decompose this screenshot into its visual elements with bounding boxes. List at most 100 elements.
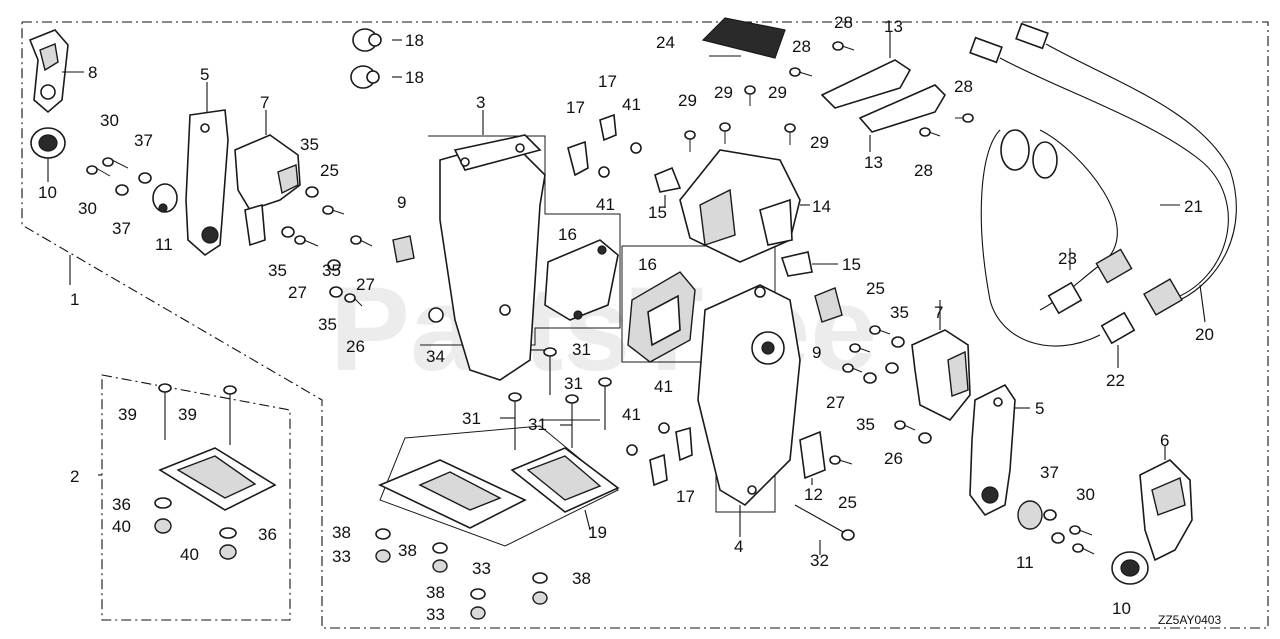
callout-41-c: 41	[654, 377, 673, 396]
part-10-grommet-right	[1111, 551, 1149, 585]
callout-28-b: 28	[792, 37, 811, 56]
small-hardware-right	[829, 325, 1095, 555]
callout-37-a: 37	[134, 131, 153, 150]
callout-25-a: 25	[320, 161, 339, 180]
callout-35-b: 35	[268, 261, 287, 280]
part-41-nuts	[598, 142, 670, 456]
callout-35-d: 35	[318, 315, 337, 334]
callout-31-a: 31	[572, 340, 591, 359]
callout-9-right: 9	[812, 343, 821, 362]
part-4-gearbox	[697, 284, 801, 507]
callout-36-left: 36	[112, 495, 131, 514]
callout-26-right: 26	[884, 449, 903, 468]
part-11-cam-left	[152, 183, 178, 213]
part-5-arm-left	[185, 109, 229, 257]
part-8-handle	[28, 29, 69, 114]
callout-27-a: 27	[288, 283, 307, 302]
callout-39-left: 39	[118, 405, 137, 424]
callout-41-a: 41	[622, 95, 641, 114]
callout-22: 22	[1106, 371, 1125, 390]
callout-35-f: 35	[856, 415, 875, 434]
part-14-cover	[679, 149, 801, 263]
callout-30-c: 30	[1076, 485, 1095, 504]
callout-11-right: 11	[1016, 553, 1034, 572]
callout-21: 21	[1184, 197, 1203, 216]
part-10-grommet-left	[30, 127, 66, 159]
small-hardware-left	[86, 157, 152, 196]
callout-40-left: 40	[112, 517, 131, 536]
callout-41-b: 41	[596, 195, 615, 214]
callout-25-c: 25	[838, 493, 857, 512]
callout-2: 2	[70, 467, 79, 486]
callout-17-c: 17	[676, 487, 695, 506]
part-9-block-left	[392, 235, 415, 263]
part-plate-bottom	[378, 459, 527, 529]
group-outline-2	[101, 374, 291, 621]
part-6-cover	[1139, 459, 1193, 562]
callout-28-c: 28	[954, 77, 973, 96]
callout-5-right: 5	[1035, 399, 1044, 418]
small-nuts-bottom	[375, 528, 548, 620]
part-15-clips	[654, 166, 813, 277]
callout-29-c: 29	[768, 83, 787, 102]
callout-38-a: 38	[332, 523, 351, 542]
callout-32: 32	[810, 551, 829, 570]
callout-18-top: 18	[405, 31, 424, 50]
part-13-brackets	[820, 59, 947, 133]
part-9-block-right	[814, 287, 843, 323]
callout-7-left: 7	[260, 93, 269, 112]
callout-31-c: 31	[462, 409, 481, 428]
callout-27-c: 27	[826, 393, 845, 412]
callout-38-b: 38	[398, 541, 417, 560]
callout-35-a: 35	[300, 135, 319, 154]
callout-37-c: 37	[1040, 463, 1059, 482]
part-24-sheet	[701, 17, 786, 59]
callout-18-bottom: 18	[405, 68, 424, 87]
part-7-cover-right	[911, 329, 971, 422]
callout-13-bottom: 13	[864, 153, 883, 172]
callout-16-bottom: 16	[638, 255, 657, 274]
callout-28-a: 28	[834, 13, 853, 32]
part-12-bracket	[799, 430, 826, 480]
part-16-plate-lower	[627, 271, 696, 363]
callout-10-right: 10	[1112, 599, 1131, 618]
callout-33-c: 33	[426, 605, 445, 624]
part-17-clips	[567, 113, 693, 487]
callout-15-bottom: 15	[842, 255, 861, 274]
callout-9-left: 9	[397, 193, 406, 212]
callout-35-e: 35	[890, 303, 909, 322]
callout-1: 1	[70, 290, 79, 309]
small-screws-top	[684, 41, 974, 152]
callout-34: 34	[426, 347, 445, 366]
part-18-caps	[350, 28, 382, 89]
callout-12: 12	[804, 485, 823, 504]
callout-7-right: 7	[934, 303, 943, 322]
callout-33-a: 33	[332, 547, 351, 566]
part-5-arm-right	[969, 383, 1016, 517]
part-16-plate-upper	[544, 239, 619, 321]
callout-19: 19	[588, 523, 607, 542]
callout-5-left: 5	[200, 65, 209, 84]
callout-14: 14	[812, 197, 831, 216]
callout-20: 20	[1195, 325, 1214, 344]
callout-15-top: 15	[648, 203, 667, 222]
callout-27-b: 27	[356, 275, 375, 294]
callout-labels: 1 2 3 4 5 5 6 7 7 8 9 9 10 10 11 11 12 1…	[38, 13, 1214, 624]
callout-30-a: 30	[100, 111, 119, 130]
leader-lines	[47, 32, 1206, 555]
group-outline-19	[379, 425, 619, 547]
callout-13-top: 13	[884, 17, 903, 36]
callout-38-c: 38	[426, 583, 445, 602]
callout-31-d: 31	[528, 415, 547, 434]
callout-17-a: 17	[566, 98, 585, 117]
callout-37-b: 37	[112, 219, 131, 238]
callout-36-right: 36	[258, 525, 277, 544]
callout-11-left: 11	[155, 235, 173, 254]
callout-24: 24	[656, 33, 675, 52]
small-hardware-center-left	[281, 186, 444, 323]
callout-25-b: 25	[866, 279, 885, 298]
callout-3: 3	[476, 93, 485, 112]
part-2-frame	[154, 383, 277, 560]
assembly-outline	[21, 21, 1269, 629]
callout-8: 8	[88, 63, 97, 82]
